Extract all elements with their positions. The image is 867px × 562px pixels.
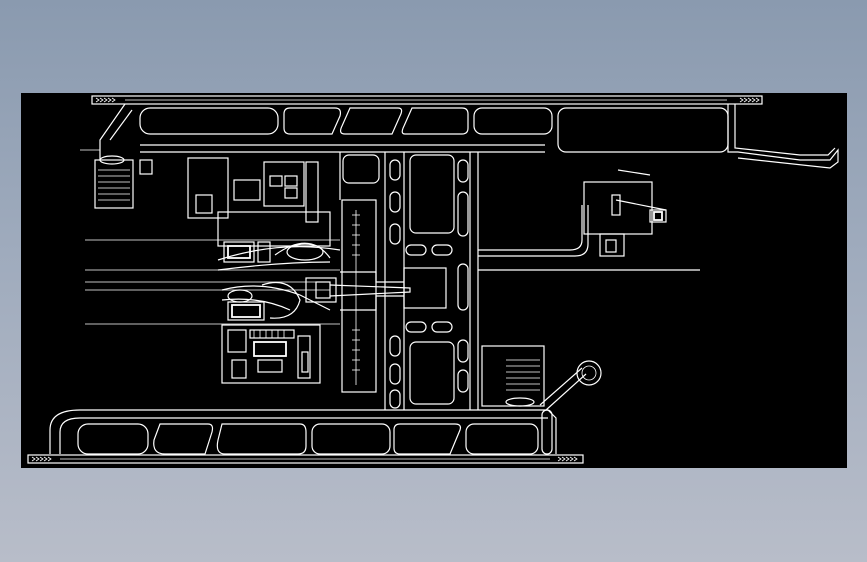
runway-chevron-icon: [739, 97, 760, 103]
gate-ticks: [352, 214, 360, 371]
windsock-icon: [576, 360, 602, 386]
approach-lines: [85, 239, 340, 325]
runway-chevron-icon: [95, 97, 116, 103]
bottom-taxiway: [49, 409, 557, 455]
runway-chevron-icon: [557, 456, 578, 462]
central-taxiway-system: [329, 152, 700, 410]
right-building: [583, 169, 667, 257]
right-lower-apron: [481, 345, 602, 411]
top-taxiway: [99, 103, 839, 169]
terminal-complex: [187, 157, 341, 384]
left-upper-apron: [80, 149, 153, 209]
top-runway: [91, 95, 763, 105]
runway-chevron-icon: [31, 456, 52, 462]
bottom-runway: [27, 454, 584, 464]
